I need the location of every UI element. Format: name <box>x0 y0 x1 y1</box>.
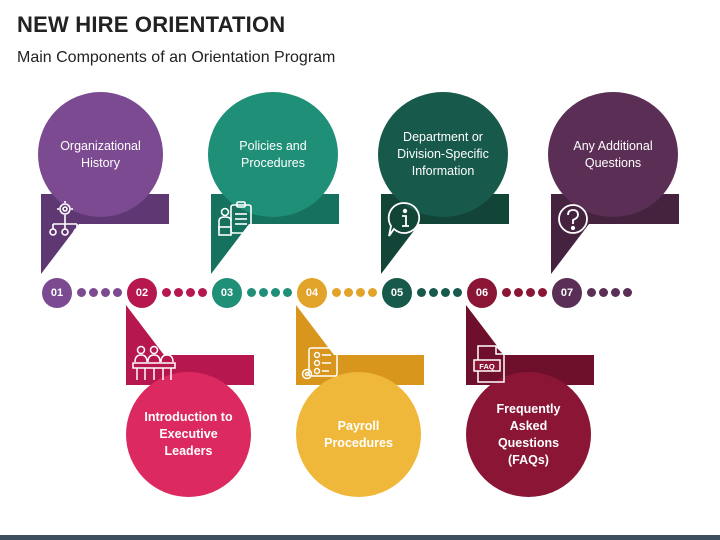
connector-dot <box>247 288 256 297</box>
connector-dot <box>429 288 438 297</box>
step-05-node: 05 <box>382 278 412 308</box>
step-04-circle: Payroll Procedures <box>296 372 421 497</box>
step-01-banner <box>41 194 169 274</box>
info-speech-bubble-icon <box>387 202 421 237</box>
connector-dot <box>198 288 207 297</box>
connector-dot <box>77 288 86 297</box>
connector-dot <box>623 288 632 297</box>
page-title: NEW HIRE ORIENTATION <box>17 12 286 37</box>
step-07-banner <box>551 194 679 274</box>
step-02-label: Introduction to Executive Leaders <box>144 410 233 458</box>
connector-dot <box>514 288 523 297</box>
connector-dot <box>332 288 341 297</box>
step-02-node: 02 <box>127 278 157 308</box>
step-04-node: 04 <box>297 278 327 308</box>
connector-dot <box>587 288 596 297</box>
step-06-label: Frequently Asked Questions (FAQs) <box>496 401 561 467</box>
connector-dot <box>89 288 98 297</box>
policy-clipboard-icon <box>218 201 252 236</box>
connector-dot <box>453 288 462 297</box>
process-flow-icon <box>301 347 338 380</box>
step-01-label: Organizational History <box>60 138 141 170</box>
step-07-node: 07 <box>552 278 582 308</box>
step-04-label: Payroll Procedures <box>324 418 393 450</box>
connector-dot <box>502 288 511 297</box>
step-05-label: Department or Division-Specific Informat… <box>397 130 489 178</box>
step-01-circle: Organizational History <box>38 92 163 217</box>
question-circle-icon <box>558 204 588 234</box>
step-03-label: Policies and Procedures <box>239 138 307 170</box>
connector-dot <box>599 288 608 297</box>
step-02-banner <box>126 305 254 385</box>
footer-strip <box>0 535 720 540</box>
connector-dot <box>271 288 280 297</box>
connector-dot <box>283 288 292 297</box>
connector-dot <box>441 288 450 297</box>
step-03-circle: Policies and Procedures <box>208 92 338 217</box>
step-05-banner <box>381 194 509 274</box>
connector-dot <box>162 288 171 297</box>
connector-dot <box>186 288 195 297</box>
step-02-circle: Introduction to Executive Leaders <box>126 372 251 497</box>
connector-dot <box>113 288 122 297</box>
org-chart-gear-icon <box>49 201 81 236</box>
connector-dot <box>538 288 547 297</box>
connector-dot <box>611 288 620 297</box>
connector-dot <box>526 288 535 297</box>
connector-dot <box>101 288 110 297</box>
executive-panel-icon <box>132 345 176 380</box>
connector-dot <box>259 288 268 297</box>
page-subtitle: Main Components of an Orientation Progra… <box>17 49 336 66</box>
faq-document-icon: FAQ <box>473 345 505 383</box>
step-04-banner <box>296 305 424 385</box>
step-07-label: Any Additional Questions <box>573 138 653 170</box>
connector-dot <box>356 288 365 297</box>
faq-badge-text: FAQ <box>479 362 495 371</box>
connector-dot <box>174 288 183 297</box>
step-05-circle: Department or Division-Specific Informat… <box>378 92 508 217</box>
connector-dot <box>344 288 353 297</box>
step-03-node: 03 <box>212 278 242 308</box>
step-06-node: 06 <box>467 278 497 308</box>
step-07-circle: Any Additional Questions <box>548 92 678 217</box>
step-01-node: 01 <box>42 278 72 308</box>
step-06-circle: Frequently Asked Questions (FAQs) <box>466 372 591 497</box>
connector-dot <box>368 288 377 297</box>
connector-dot <box>417 288 426 297</box>
